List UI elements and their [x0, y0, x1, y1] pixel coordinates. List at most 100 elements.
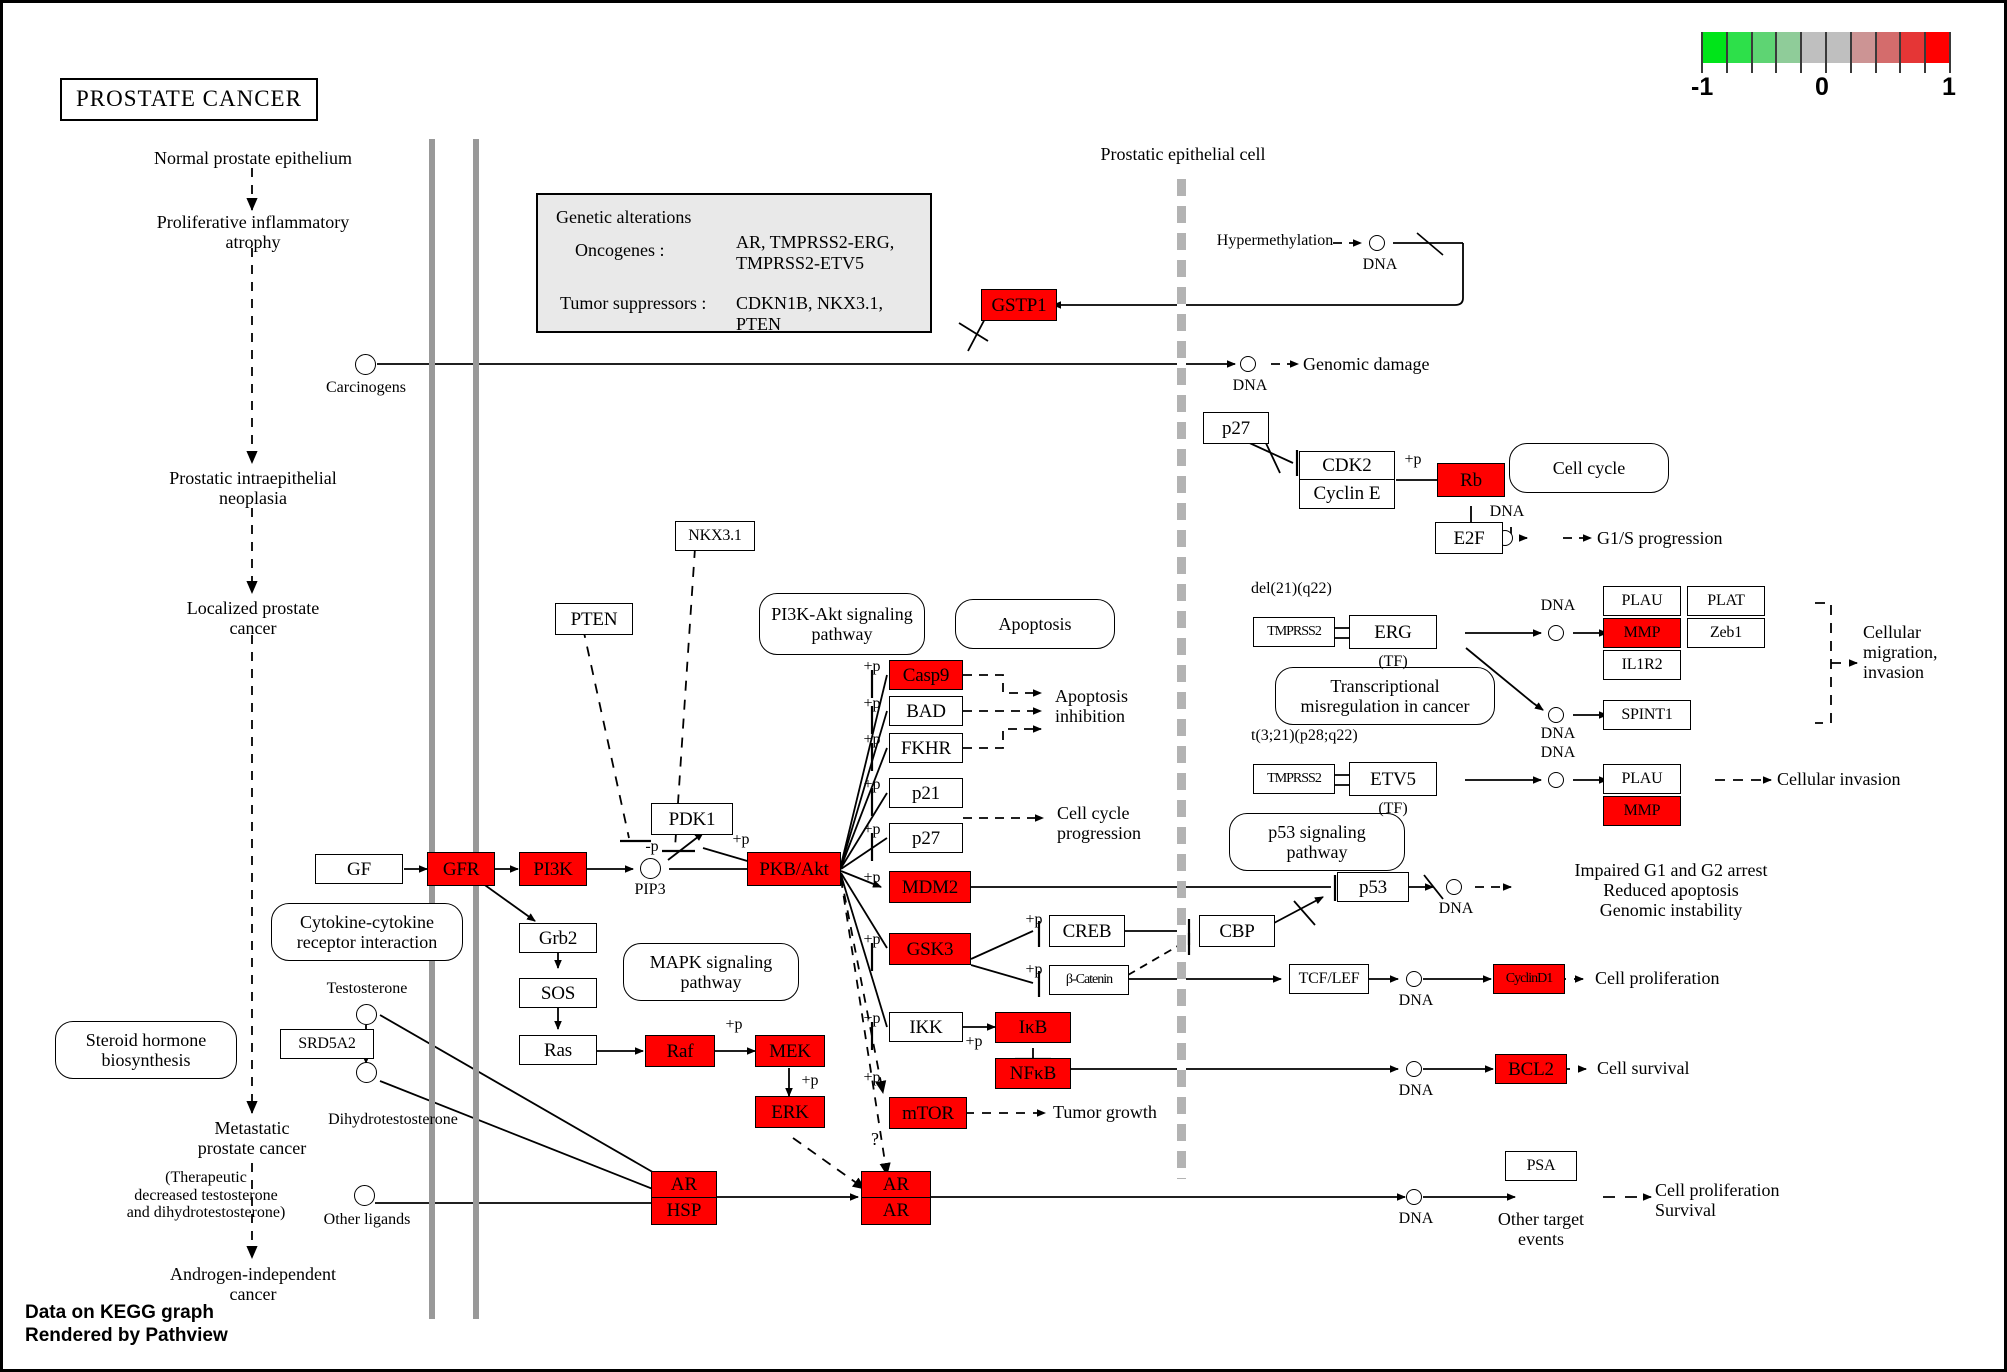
compound-other-ligands[interactable]	[354, 1185, 375, 1206]
gene-bcl2[interactable]: BCL2	[1495, 1054, 1567, 1084]
gene-pten[interactable]: PTEN	[555, 603, 633, 635]
label-plus-p-casp9: +p	[863, 658, 881, 675]
gene-il1r2[interactable]: IL1R2	[1603, 650, 1681, 680]
gene-nfkb[interactable]: NFκB	[995, 1058, 1071, 1089]
gene-bad[interactable]: BAD	[889, 696, 963, 726]
label-plus-p-mek-erk: +p	[801, 1072, 819, 1089]
gene-mdm2[interactable]: MDM2	[889, 871, 971, 903]
gene-e2f[interactable]: E2F	[1435, 522, 1503, 554]
genetic-alterations-title: Genetic alterations	[556, 207, 692, 227]
gene-plau-1[interactable]: PLAU	[1603, 586, 1681, 616]
label-t321p28q22: t(3;21)(p28;q22)	[1251, 727, 1358, 744]
compound-testosterone-label: Testosterone	[326, 980, 408, 997]
gene-gf[interactable]: GF	[315, 854, 403, 884]
compound-dna-etv5[interactable]	[1548, 772, 1564, 788]
gene-plat[interactable]: PLAT	[1687, 586, 1765, 616]
gene-beta-catenin[interactable]: β-Catenin	[1049, 965, 1129, 995]
gene-erg[interactable]: ERG	[1349, 615, 1437, 649]
outcome-cell-cycle-progression: Cell cycle progression	[1057, 803, 1141, 843]
compound-dna-tcflef[interactable]	[1406, 971, 1422, 987]
gene-spint1[interactable]: SPINT1	[1603, 700, 1691, 730]
gene-mek[interactable]: MEK	[755, 1035, 825, 1067]
gene-fkhr[interactable]: FKHR	[889, 733, 963, 763]
compound-testosterone[interactable]	[356, 1004, 377, 1025]
gene-rb[interactable]: Rb	[1437, 463, 1505, 497]
progression-therapeutic: (Therapeutic decreased testosterone and …	[126, 1169, 286, 1222]
gene-plau-2[interactable]: PLAU	[1603, 764, 1681, 794]
compound-dna-spint1[interactable]	[1548, 707, 1564, 723]
maplink-mapk[interactable]: MAPK signaling pathway	[623, 943, 799, 1001]
compound-dna-p53[interactable]	[1446, 879, 1462, 895]
maplink-transcriptional-misregulation[interactable]: Transcriptional misregulation in cancer	[1275, 667, 1495, 725]
gene-tmprss2-etv5-partner[interactable]: TMPRSS2	[1253, 764, 1335, 794]
tumor-suppressors-value: CDKN1B, NKX3.1, PTEN	[736, 293, 884, 334]
gene-zeb1[interactable]: Zeb1	[1687, 618, 1765, 648]
maplink-apoptosis[interactable]: Apoptosis	[955, 599, 1115, 649]
gene-hsp[interactable]: HSP	[651, 1197, 717, 1226]
gene-pi3k[interactable]: PI3K	[519, 852, 587, 886]
dna-label-hypermeth: DNA	[1362, 256, 1398, 273]
gene-ikb-nfkb[interactable]: IκB NFκB	[995, 1012, 1071, 1089]
outcome-other-target-events: Other target events	[1497, 1209, 1585, 1249]
compound-dna-ar[interactable]	[1406, 1189, 1422, 1205]
compound-carcinogens[interactable]	[355, 354, 376, 375]
gene-tmprss2-erg-partner[interactable]: TMPRSS2	[1253, 617, 1335, 647]
gene-erk[interactable]: ERK	[755, 1096, 825, 1128]
compound-dht-label: Dihydrotestosterone	[328, 1111, 458, 1128]
outcome-genomic-damage: Genomic damage	[1303, 354, 1430, 374]
gene-ar-in-hsp-complex[interactable]: AR	[651, 1171, 717, 1199]
progression-metastatic: Metastatic prostate cancer	[197, 1118, 307, 1158]
maplink-pi3k-akt[interactable]: PI3K-Akt signaling pathway	[759, 593, 925, 655]
label-plus-p-cdk2-rb: +p	[1404, 451, 1422, 468]
gene-gstp1[interactable]: GSTP1	[981, 289, 1057, 321]
compound-dna-nfkb[interactable]	[1406, 1061, 1422, 1077]
gene-p53[interactable]: p53	[1337, 872, 1409, 902]
gene-nkx31[interactable]: NKX3.1	[675, 521, 755, 551]
maplink-p53-signaling[interactable]: p53 signaling pathway	[1229, 813, 1405, 871]
gene-pkb-akt[interactable]: PKB/Akt	[747, 852, 841, 886]
gene-gsk3[interactable]: GSK3	[889, 933, 971, 965]
gene-cdk2-cyclin-e[interactable]: CDK2 Cyclin E	[1299, 451, 1395, 510]
label-plus-p-fkhr: +p	[863, 731, 881, 748]
gene-mtor[interactable]: mTOR	[889, 1097, 967, 1129]
gene-ras[interactable]: Ras	[519, 1035, 597, 1065]
gene-ikb[interactable]: IκB	[995, 1012, 1071, 1043]
maplink-steroid[interactable]: Steroid hormone biosynthesis	[55, 1021, 237, 1079]
gene-casp9[interactable]: Casp9	[889, 660, 963, 690]
maplink-cytokine[interactable]: Cytokine-cytokine receptor interaction	[271, 903, 463, 961]
gene-p27[interactable]: p27	[889, 823, 963, 853]
gene-cbp[interactable]: CBP	[1199, 915, 1275, 947]
gene-ar-dimer-upper[interactable]: AR	[861, 1171, 931, 1199]
complex-ar-hsp[interactable]: AR HSP	[651, 1171, 717, 1226]
compound-pip3[interactable]	[640, 858, 661, 879]
gene-mmp-1[interactable]: MMP	[1603, 618, 1681, 648]
gene-etv5[interactable]: ETV5	[1349, 762, 1437, 796]
gene-mmp-2[interactable]: MMP	[1603, 796, 1681, 826]
gene-gfr[interactable]: GFR	[427, 852, 495, 886]
gene-ikk[interactable]: IKK	[889, 1012, 963, 1042]
gene-creb[interactable]: CREB	[1049, 915, 1125, 947]
gene-tcf-lef[interactable]: TCF/LEF	[1289, 964, 1369, 994]
legend-ticks	[1701, 63, 1951, 73]
compound-dna-hypermethylation[interactable]	[1369, 235, 1385, 251]
gene-ar-dimer-lower[interactable]: AR	[861, 1197, 931, 1226]
gene-p27-top[interactable]: p27	[1203, 412, 1269, 444]
compound-dna-erg[interactable]	[1548, 625, 1564, 641]
compound-dihydrotestosterone[interactable]	[356, 1062, 377, 1083]
label-del21q22: del(21)(q22)	[1251, 580, 1332, 597]
gene-cyclin-e[interactable]: Cyclin E	[1299, 479, 1395, 510]
complex-ar-dimer[interactable]: AR AR	[861, 1171, 931, 1226]
compound-dna-genomic-damage[interactable]	[1240, 356, 1256, 372]
gene-psa[interactable]: PSA	[1505, 1151, 1577, 1181]
label-tf-etv5: (TF)	[1378, 800, 1408, 817]
label-plus-p-mdm2: +p	[863, 869, 881, 886]
gene-pdk1[interactable]: PDK1	[651, 803, 733, 835]
gene-grb2[interactable]: Grb2	[519, 923, 597, 953]
gene-p21[interactable]: p21	[889, 778, 963, 808]
gene-cyclind1[interactable]: CyclinD1	[1493, 964, 1565, 994]
maplink-cell-cycle[interactable]: Cell cycle	[1509, 443, 1669, 493]
gene-raf[interactable]: Raf	[645, 1035, 715, 1067]
gene-sos[interactable]: SOS	[519, 978, 597, 1008]
gene-srd5a2[interactable]: SRD5A2	[280, 1029, 374, 1059]
gene-cdk2[interactable]: CDK2	[1299, 451, 1395, 481]
